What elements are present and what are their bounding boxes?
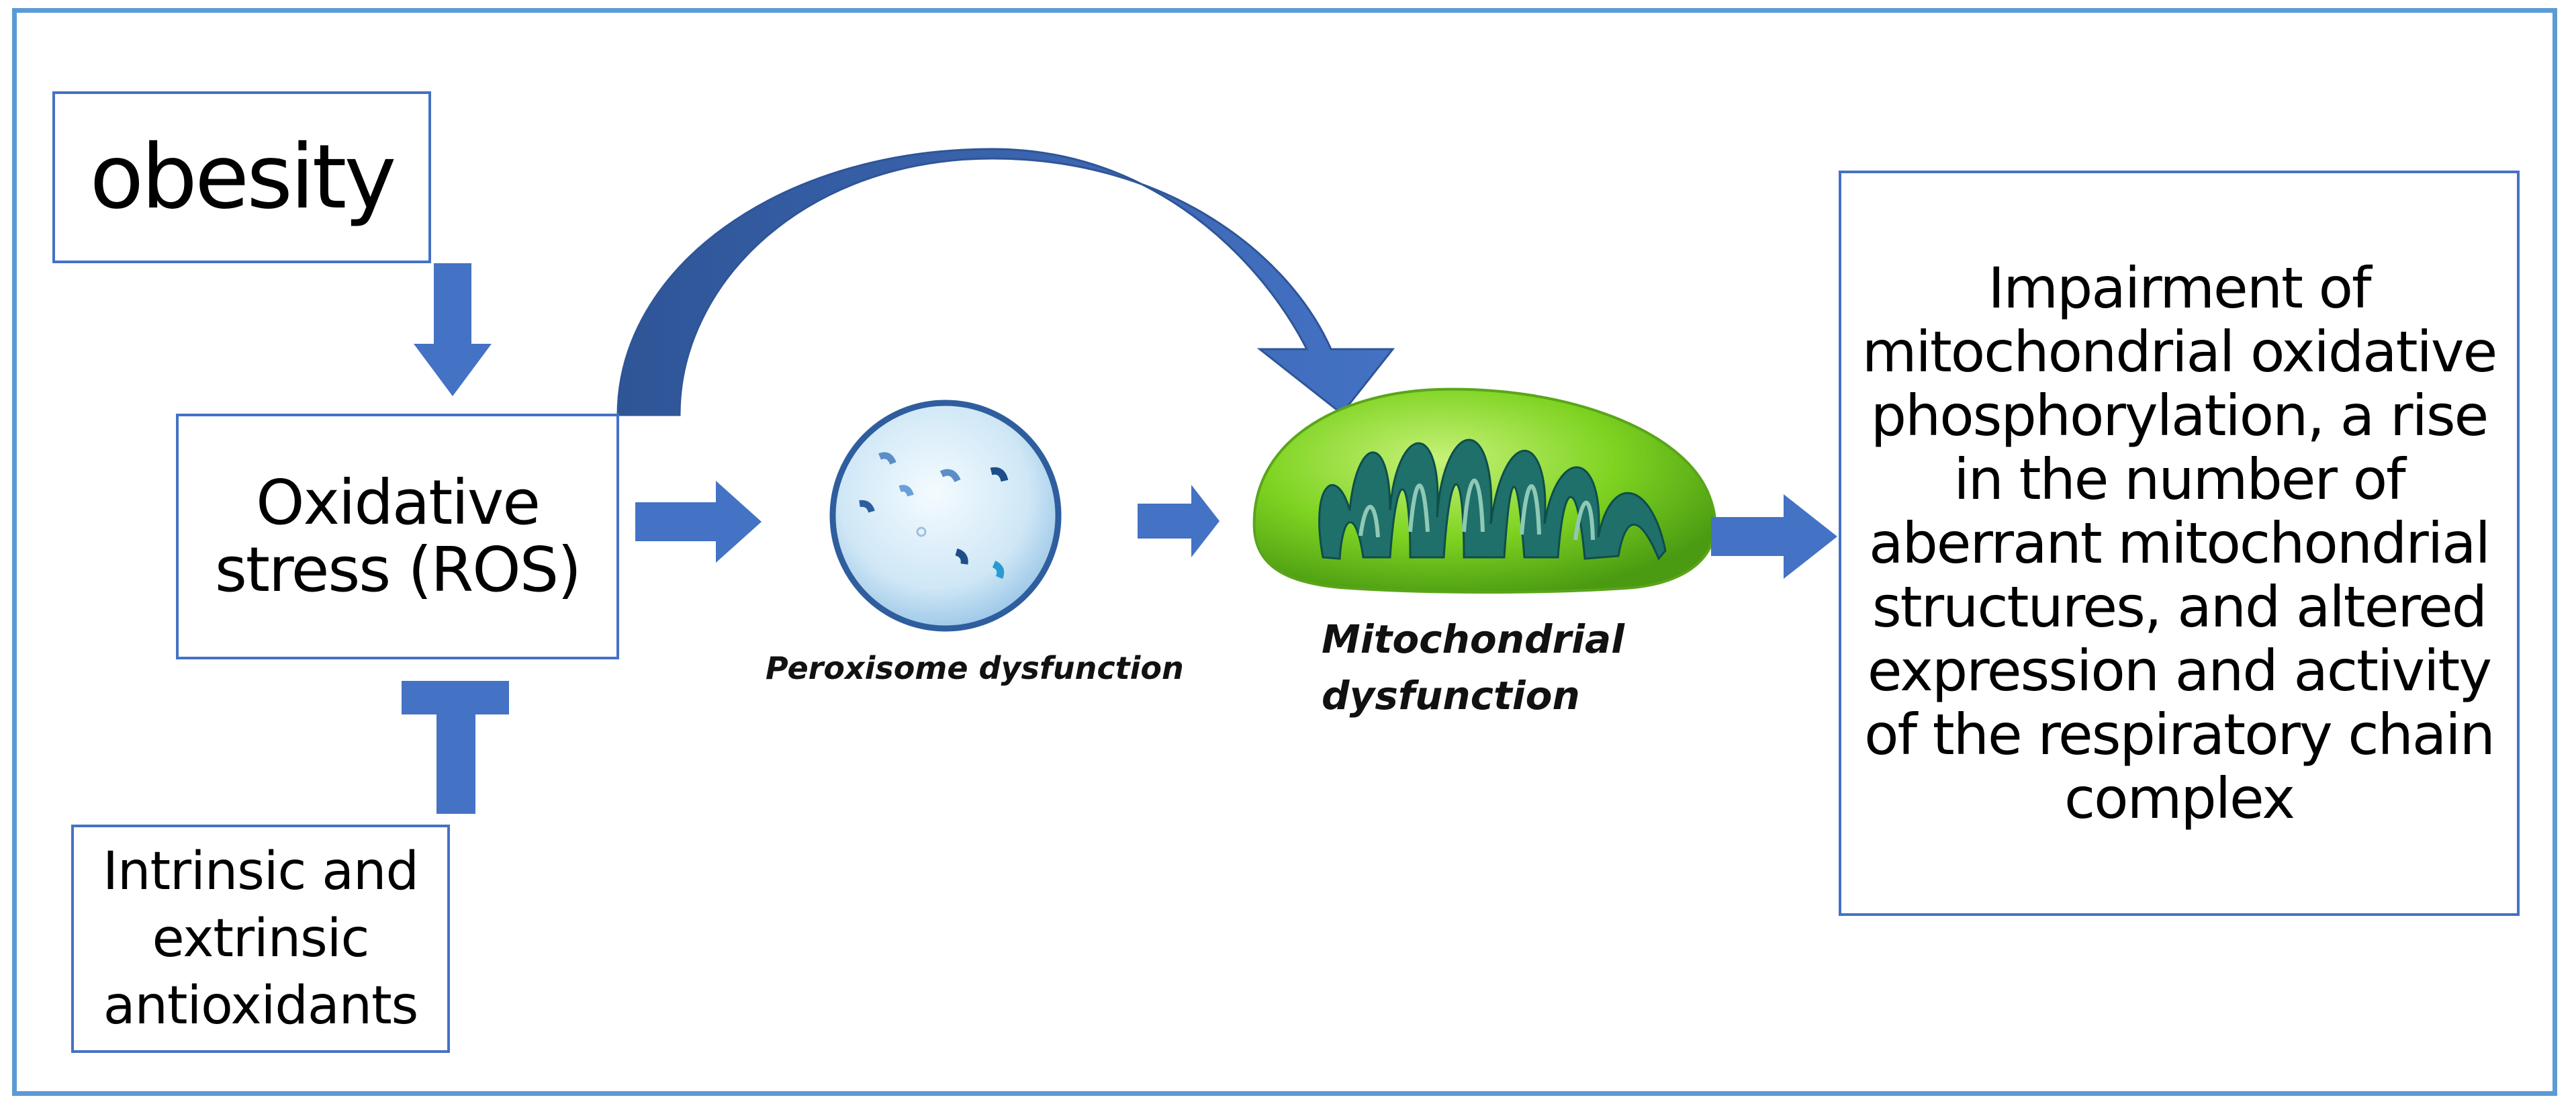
oxidative-stress-label: Oxidative stress (ROS): [214, 467, 582, 606]
arrow-peroxisome-to-mitochondria: [1138, 485, 1220, 557]
mitochondrial-dysfunction-label: Mitochondrial dysfunction: [1322, 616, 1625, 718]
outcome-label: Impairment of mitochondrial oxidative ph…: [1861, 254, 2498, 831]
peroxisome-dysfunction-label: Peroxisome dysfunction: [766, 650, 1184, 686]
inhibition-bar-antioxidants: [402, 681, 509, 814]
mitochondrion-organelle: [1252, 387, 1717, 594]
obesity-label: obesity: [89, 126, 396, 229]
diagram-frame: [12, 8, 2557, 1096]
peroxisome-organelle: [829, 400, 1062, 632]
obesity-box: obesity: [52, 91, 431, 263]
antioxidants-box: Intrinsic and extrinsic antioxidants: [71, 825, 450, 1053]
arrow-mitochondria-to-outcome: [1711, 494, 1837, 579]
oxidative-stress-box: Oxidative stress (ROS): [176, 414, 619, 659]
antioxidants-label: Intrinsic and extrinsic antioxidants: [103, 841, 419, 1036]
arrow-ros-to-peroxisome: [635, 481, 762, 563]
outcome-box: Impairment of mitochondrial oxidative ph…: [1839, 171, 2520, 916]
curved-arrow-ros-to-mitochondria: [616, 148, 1395, 416]
arrow-obesity-to-ros: [414, 263, 492, 396]
